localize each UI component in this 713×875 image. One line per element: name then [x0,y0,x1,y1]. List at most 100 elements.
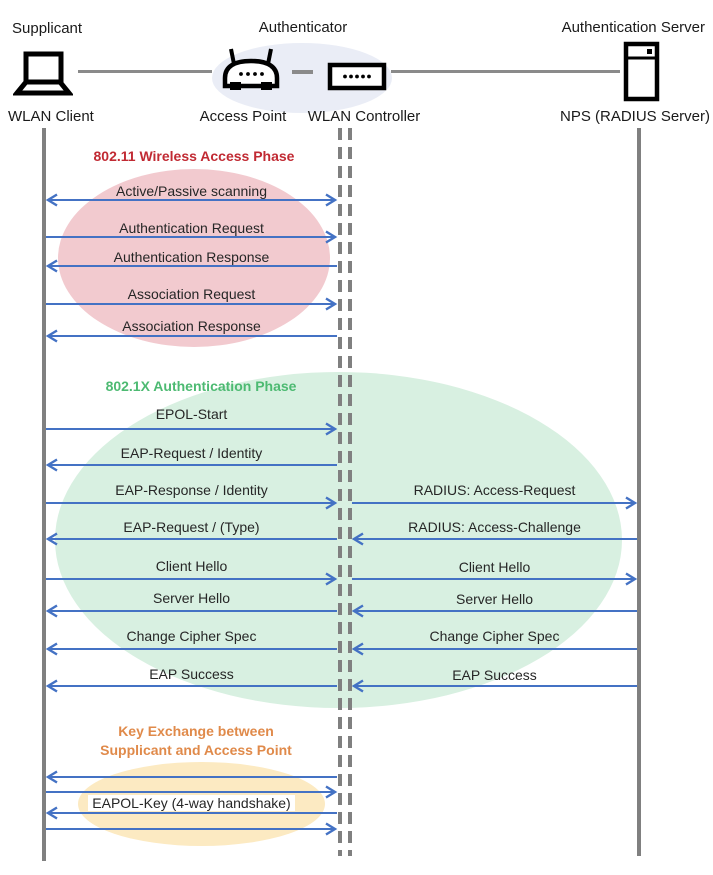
server-icon [623,41,660,102]
arrowhead [45,770,58,784]
message-label: EAP Success [46,666,337,682]
message-label-text: EPOL-Start [155,406,228,422]
arrowhead [45,679,58,693]
message-label-text: Association Request [127,286,256,302]
access-point-icon [220,46,282,94]
message-arrow [351,532,637,546]
lifeline-wlan-controller [348,128,352,856]
wlan-controller-icon [327,62,387,91]
phase-title-key-exchange: Key Exchange between Supplicant and Acce… [100,723,292,758]
arrowhead [625,496,638,510]
message-label: Change Cipher Spec [46,628,337,644]
message-arrow [46,297,338,311]
message-label-text: Change Cipher Spec [429,628,560,644]
laptop-icon [13,51,73,99]
message-arrow [46,785,338,799]
arrowhead [45,604,58,618]
arrowhead [45,532,58,546]
message-arrow [352,496,638,510]
arrowhead [325,230,338,244]
message-label-text: Authentication Response [113,249,270,265]
message-label: Authentication Request [46,220,337,236]
arrowhead [45,259,58,273]
arrowhead [45,806,58,820]
arrowhead [45,193,58,207]
message-label: RADIUS: Access-Request [352,482,637,498]
message-label: EAP-Response / Identity [46,482,337,498]
arrowhead [325,572,338,586]
message-arrow [46,422,338,436]
message-arrow [45,259,337,273]
message-label-text: Client Hello [155,558,228,574]
message-label-text: EAP-Request / (Type) [123,519,260,535]
message-arrow [45,193,338,207]
message-label-text: RADIUS: Access-Request [413,482,576,498]
message-arrow [45,806,337,820]
arrowhead [325,193,338,207]
message-arrow [45,604,337,618]
message-label-text: Change Cipher Spec [126,628,257,644]
lifeline-access-point [338,128,342,856]
message-arrow [351,604,637,618]
arrowhead [351,642,364,656]
message-label-text: EAP-Request / Identity [120,445,263,461]
role-supplicant: Supplicant [12,20,83,37]
message-arrow [45,532,337,546]
arrowhead [45,642,58,656]
message-arrow [351,679,637,693]
message-arrow [45,642,337,656]
message-label-text: Association Response [122,318,261,334]
message-label-text: Server Hello [152,590,231,606]
message-arrow [45,770,337,784]
message-label: Change Cipher Spec [352,628,637,644]
message-label: Authentication Response [46,249,337,265]
arrowhead [325,422,338,436]
node-wlan-client: WLAN Client [8,108,94,125]
role-authenticator: Authenticator [258,19,348,36]
message-label: EAP-Request / (Type) [46,519,337,535]
connector-controller-server [391,70,620,73]
message-label: Active/Passive scanning [46,183,337,199]
message-arrow [45,458,337,472]
message-label: Association Response [46,318,337,334]
arrowhead [325,822,338,836]
arrowhead [351,532,364,546]
message-label-text: Authentication Request [119,220,264,236]
arrowhead [351,604,364,618]
message-arrow [45,679,337,693]
lifeline-wlan-client [42,128,46,861]
arrowhead [325,496,338,510]
phase-80211-ellipse [58,169,330,347]
phase-title-8021x: 802.1X Authentication Phase [105,378,297,394]
message-label: EAP-Request / Identity [46,445,337,461]
message-label: Server Hello [352,591,637,607]
role-authentication-server: Authentication Server [561,19,705,36]
message-label-text: RADIUS: Access-Challenge [408,519,581,535]
lifeline-nps-server [637,128,641,856]
message-label-text: Active/Passive scanning [116,183,267,199]
arrowhead [45,458,58,472]
message-label-text: EAPOL-Key (4-way handshake) [88,795,295,811]
message-arrow [46,230,338,244]
message-arrow [46,496,338,510]
message-label: EAP Success [352,667,637,683]
node-wlan-controller: WLAN Controller [307,108,421,125]
connector-client-ap [78,70,212,73]
message-label-text: EAP Success [452,667,537,683]
arrowhead [625,572,638,586]
arrowhead [325,785,338,799]
message-label-text: Server Hello [455,591,534,607]
message-label-text: EAP Success [149,666,234,682]
message-label-text: Client Hello [458,559,531,575]
message-label: EPOL-Start [46,406,337,422]
message-arrow [45,329,337,343]
message-label: Client Hello [352,559,637,575]
phase-title-80211: 802.11 Wireless Access Phase [93,148,295,164]
node-nps-radius-server: NPS (RADIUS Server) [559,108,711,125]
arrowhead [351,679,364,693]
node-access-point: Access Point [199,108,287,125]
message-label: EAPOL-Key (4-way handshake) [46,795,337,811]
connector-ap-controller [292,70,313,74]
message-label: Server Hello [46,590,337,606]
